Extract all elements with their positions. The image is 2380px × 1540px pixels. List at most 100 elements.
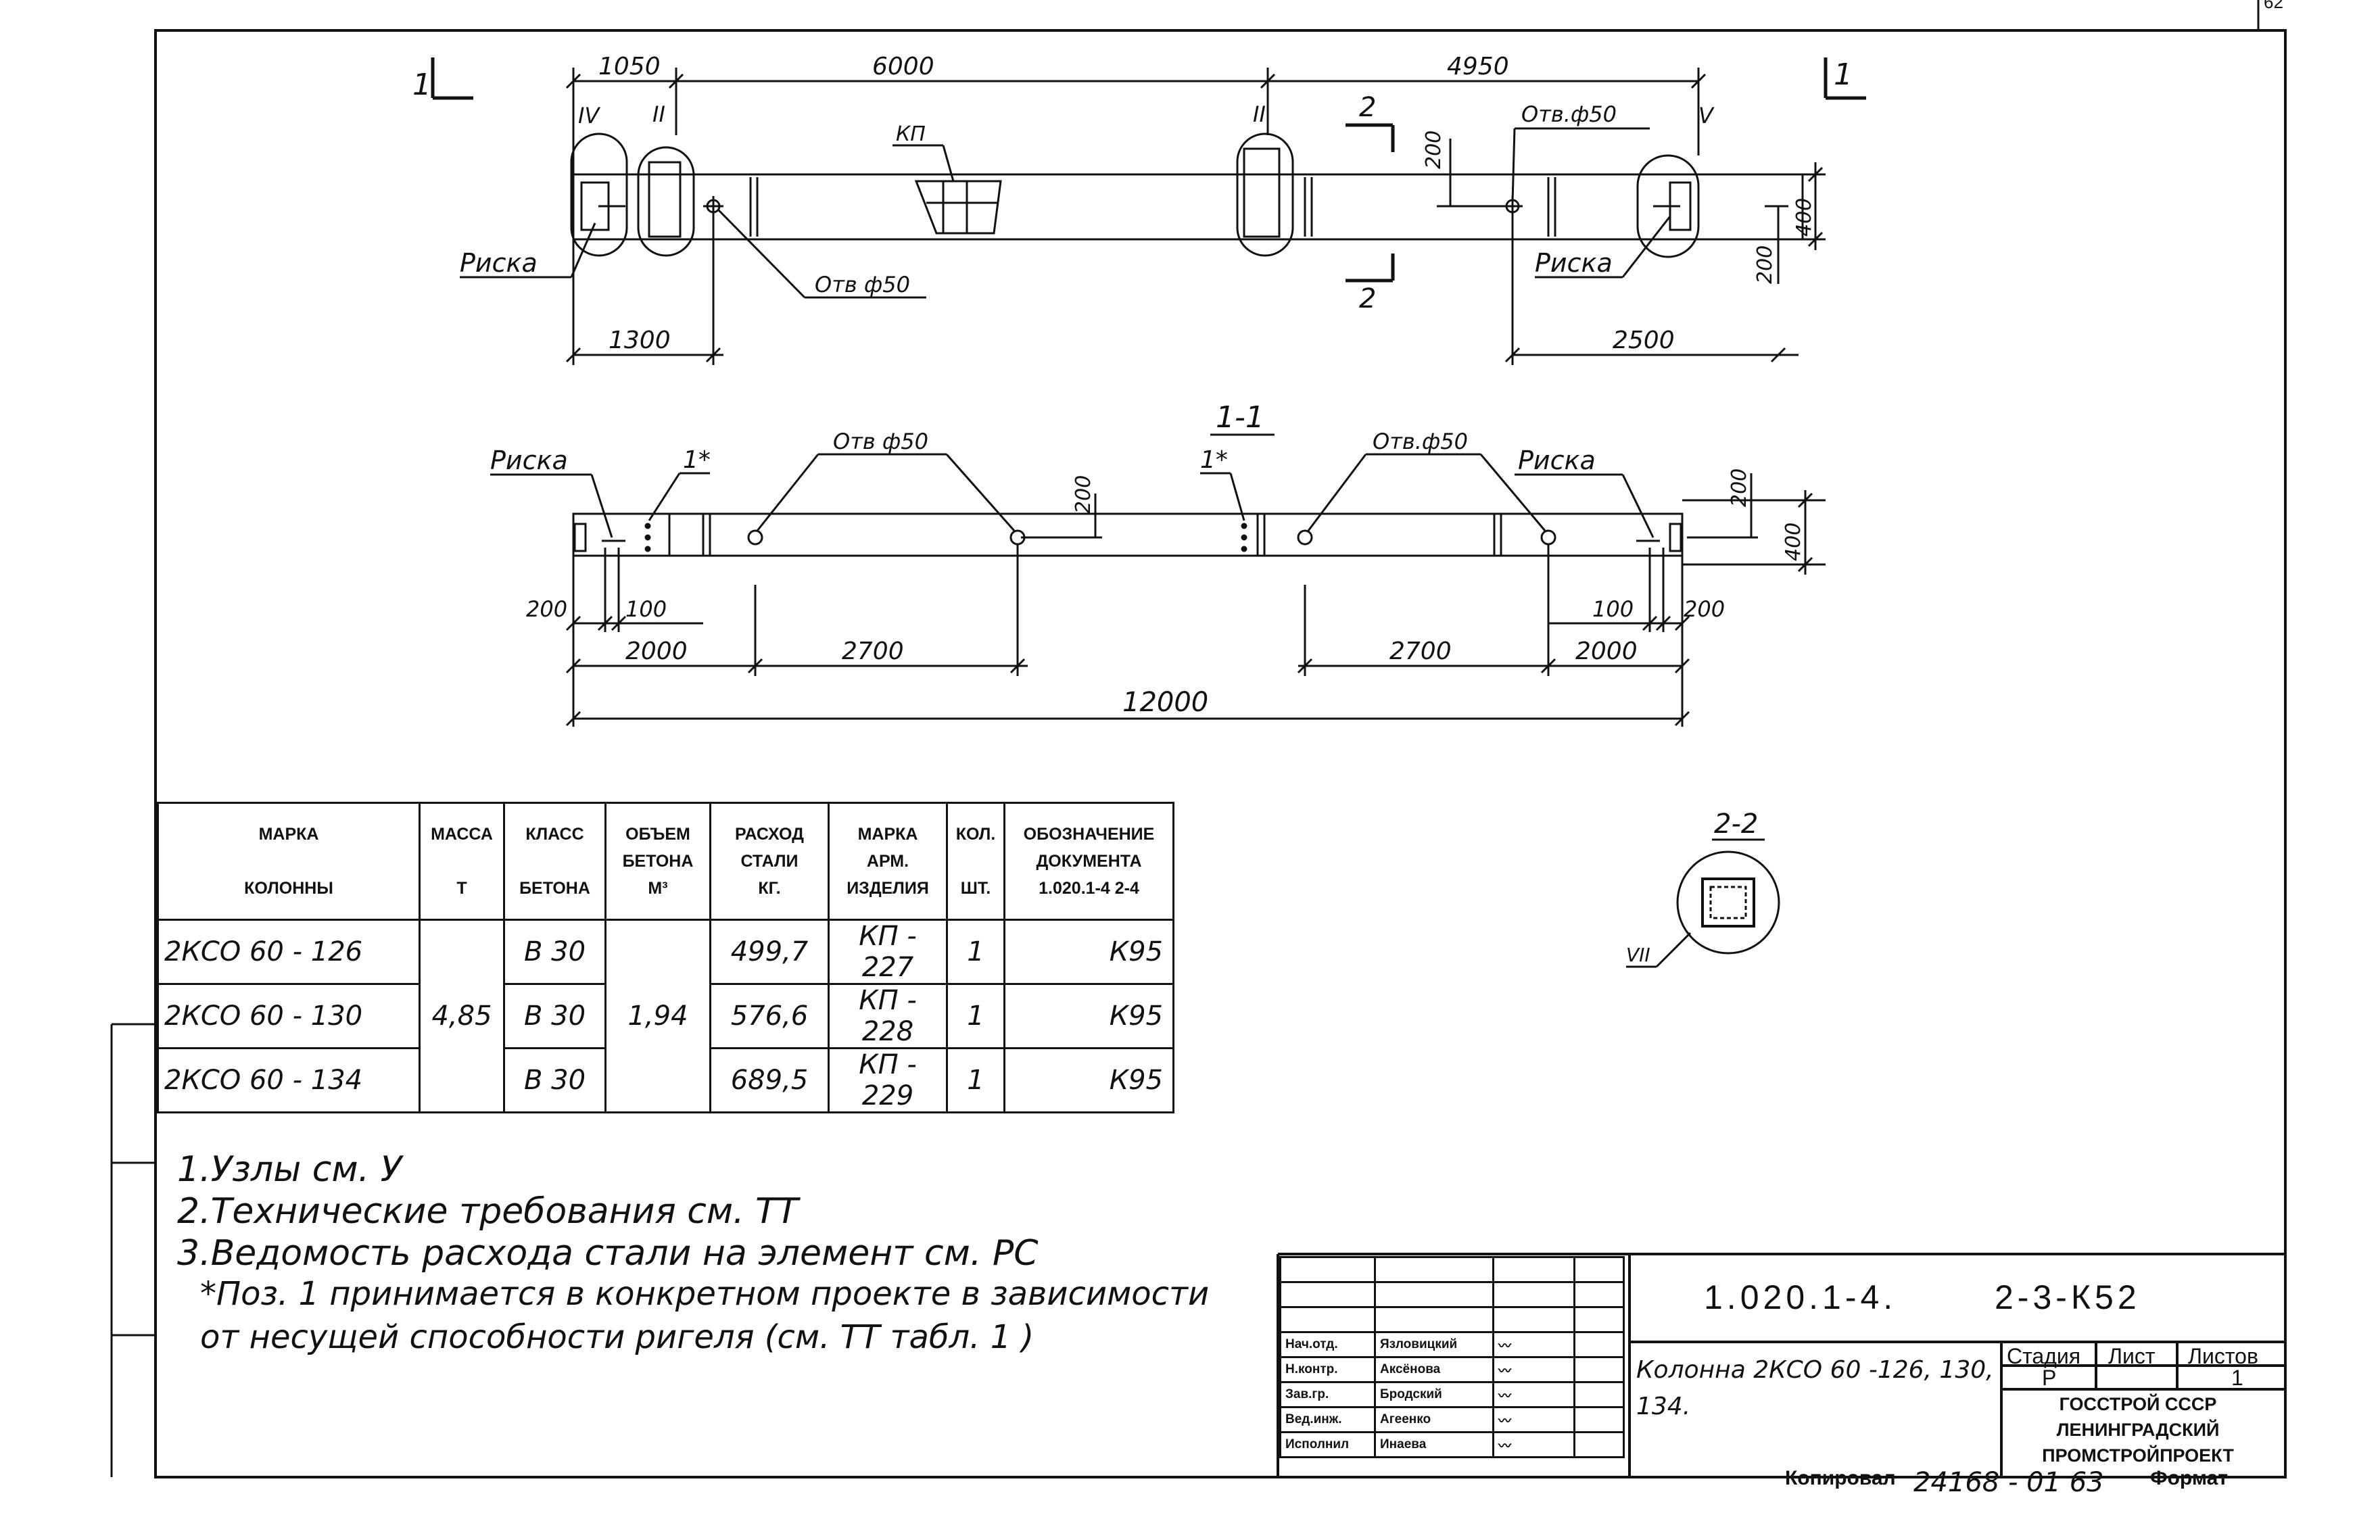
- node-iv-outline: [570, 133, 628, 257]
- table-row: 2КСО 60 - 126 4,85 В 30 1,94 499,7 КП - …: [157, 919, 1174, 1113]
- dim-200-left-small: 200: [526, 596, 567, 622]
- signature-icon: 〰: [1492, 1331, 1575, 1358]
- cell-class: В 30: [503, 983, 606, 1049]
- note-1: 1.Узлы см. У: [177, 1149, 402, 1190]
- dim-200-right-small: 200: [1684, 596, 1725, 622]
- node-mark-iv: IV: [578, 103, 600, 128]
- cell-mark: 2КСО 60 - 130: [157, 983, 421, 1049]
- dim-1050: 1050: [598, 53, 661, 80]
- signature-table: Нач.отд.Язловицкий〰 Н.контр.Аксёнова〰 За…: [1279, 1256, 1625, 1458]
- cell-mark: 2КСО 60 - 134: [157, 1047, 421, 1113]
- cell-qty: 1: [946, 1047, 1005, 1113]
- org-line: ЛЕНИНГРАДСКИЙ: [2056, 1420, 2220, 1440]
- hole-label-top: Отв.ф50: [1521, 101, 1617, 127]
- role: Зав.гр.: [1279, 1381, 1376, 1408]
- dim-2000-left: 2000: [625, 637, 688, 665]
- dim-2000-right: 2000: [1575, 637, 1638, 665]
- copied-label: Копировал: [1785, 1467, 1896, 1489]
- kp-label: КП: [896, 122, 926, 146]
- cell-qty: 1: [946, 919, 1005, 985]
- riska-label-right-s1: Риска: [1518, 446, 1596, 475]
- dim-4950: 4950: [1447, 53, 1509, 80]
- hole-label-right-s1: Отв.ф50: [1373, 429, 1468, 454]
- section-1-1-labels: 1-1 Риска Риска Отв ф50 Отв.ф50 1* 1* 20…: [490, 400, 1805, 718]
- node-mark-v: V: [1698, 103, 1715, 128]
- node-mark-vii: VII: [1626, 944, 1650, 966]
- sheet-code: 2-3-К52: [1995, 1278, 2141, 1316]
- note-4: *Поз. 1 принимается в конкретном проекте…: [200, 1275, 1210, 1313]
- dim-200-vert-right: 200: [1728, 468, 1751, 507]
- note-3: 3.Ведомость расхода стали на элемент см.…: [177, 1233, 1039, 1274]
- sheets-header: Листов: [2188, 1344, 2258, 1368]
- node-v-outline: [1636, 154, 1700, 258]
- signature-icon: 〰: [1492, 1381, 1575, 1408]
- signature-icon: 〰: [1492, 1356, 1575, 1383]
- cell-steel: 576,6: [709, 983, 830, 1049]
- cell-mark: 2КСО 60 - 126: [157, 919, 421, 985]
- cell-arm: КП - 227: [828, 919, 948, 985]
- section-2-2-circle: [1676, 850, 1780, 955]
- sheets-value: 1: [2231, 1366, 2243, 1390]
- sheet-header: Лист: [2108, 1344, 2156, 1368]
- signature-row: Нач.отд.Язловицкий〰: [1279, 1331, 1625, 1358]
- column-plan-outline: [572, 173, 1804, 241]
- dim-200-right: 200: [1753, 245, 1777, 284]
- dim-6000: 6000: [872, 53, 934, 80]
- cell-doc: К95: [1003, 983, 1174, 1049]
- table-row: 2КСО 60 - 130 В 30 576,6 КП - 228 1 К95: [157, 983, 1174, 1049]
- node-ii-right-outline: [1236, 133, 1294, 257]
- dim-200-top: 200: [1422, 130, 1446, 169]
- cell-arm: КП - 229: [828, 1047, 948, 1113]
- dim-400-right: 400: [1792, 198, 1816, 237]
- section-mark-2-bottom: 2: [1359, 283, 1376, 314]
- name: Инаева: [1374, 1431, 1494, 1458]
- name: Агеенко: [1374, 1406, 1494, 1433]
- hole-label-bottom: Отв ф50: [815, 272, 910, 297]
- riska-label-left-s1: Риска: [490, 446, 568, 475]
- dim-2700-right: 2700: [1389, 637, 1452, 665]
- note-5: от несущей способности ригеля (см. ТТ та…: [200, 1318, 1034, 1356]
- node-ii-left-outline: [637, 146, 695, 257]
- dim-12000: 12000: [1122, 687, 1208, 718]
- cell-mass: 4,85: [419, 919, 505, 1113]
- note-2: 2.Технические требования см. ТТ: [177, 1191, 799, 1232]
- name: Бродский: [1374, 1381, 1494, 1408]
- document-code: 1.020.1-4.: [1704, 1278, 1897, 1316]
- cell-qty: 1: [946, 983, 1005, 1049]
- cell-doc: К95: [1003, 1047, 1174, 1113]
- role: Н.контр.: [1279, 1356, 1376, 1383]
- plan-view: [431, 57, 1866, 365]
- table-row: 2КСО 60 - 134 В 30 689,5 КП - 229 1 К95: [157, 1047, 1174, 1113]
- section-1-1-title: 1-1: [1216, 400, 1264, 435]
- stage-header: Стадия: [2007, 1344, 2081, 1368]
- dim-100-right-small: 100: [1592, 596, 1634, 622]
- role: Исполнил: [1279, 1431, 1376, 1458]
- cell-class: В 30: [503, 919, 606, 985]
- name: Язловицкий: [1374, 1331, 1494, 1358]
- cell-volume: 1,94: [604, 919, 711, 1113]
- cell-steel: 689,5: [709, 1047, 830, 1113]
- hdr-qty: КОЛ.ШТ.: [946, 802, 1005, 921]
- signature-icon: 〰: [1492, 1431, 1575, 1458]
- org-line: ПРОМСТРОЙПРОЕКТ: [2042, 1445, 2234, 1466]
- pos-1-left: 1*: [683, 446, 711, 474]
- stage-value: Р: [2042, 1366, 2057, 1390]
- role: Вед.инж.: [1279, 1406, 1376, 1433]
- section-mark-1-left: 1: [412, 68, 431, 102]
- org-line: ГОССТРОЙ СССР: [2059, 1394, 2217, 1414]
- role: Нач.отд.: [1279, 1331, 1376, 1358]
- dim-2700-left: 2700: [842, 637, 904, 665]
- node-mark-ii-right: II: [1253, 101, 1266, 127]
- dim-100-left-small: 100: [625, 596, 667, 622]
- signature-row: Н.контр.Аксёнова〰: [1279, 1356, 1625, 1383]
- section-2-2-labels: 2-2 VII: [1626, 809, 1758, 966]
- format-label: Формат: [2150, 1467, 2229, 1489]
- signature-row: Зав.гр.Бродский〰: [1279, 1381, 1625, 1408]
